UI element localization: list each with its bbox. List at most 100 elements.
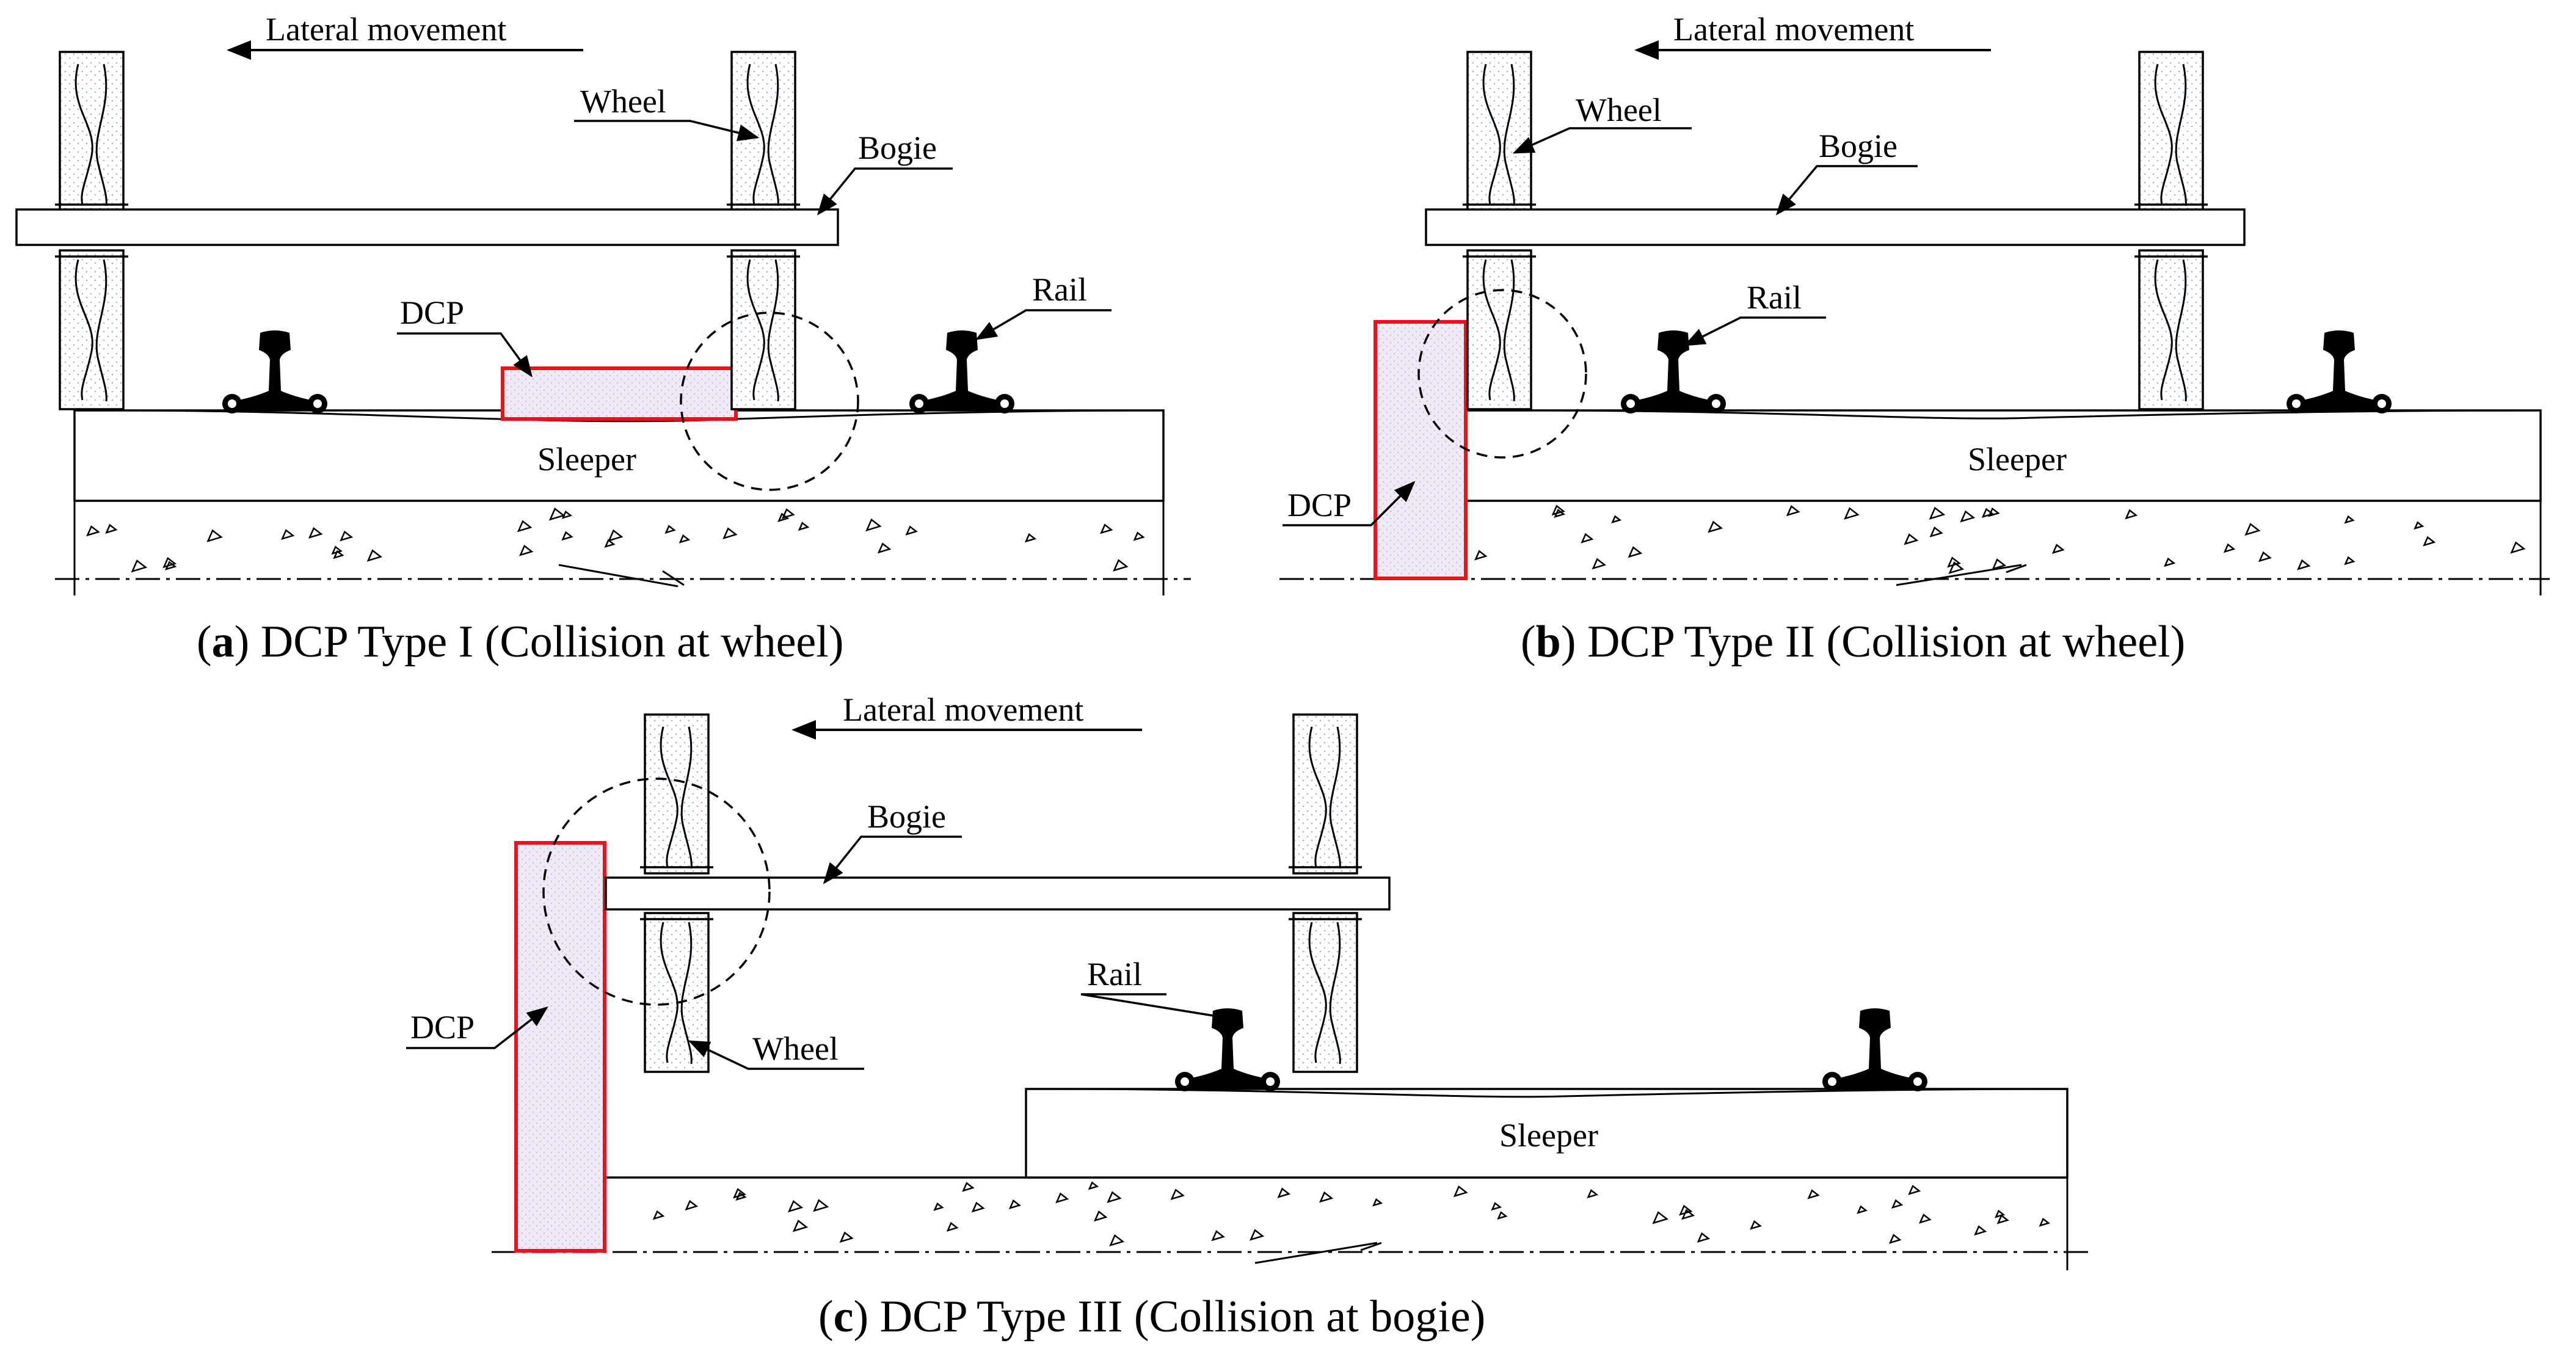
sleeper-label: Sleeper — [1968, 441, 2067, 478]
aggregate-mark — [1474, 550, 1488, 561]
rail-right — [909, 330, 1014, 413]
caption-a: (a) DCP Type I (Collision at wheel) — [197, 617, 843, 667]
aggregate-mark — [722, 527, 738, 540]
wheel-leader — [688, 1040, 864, 1070]
collision-zone — [542, 777, 771, 1006]
aggregate-mark — [1681, 1209, 1695, 1220]
aggregate-mark — [2163, 557, 2176, 567]
aggregate-mark — [1581, 533, 1594, 544]
wheel-leader — [1512, 127, 1692, 154]
bogie-leader — [1775, 165, 1918, 216]
ballast-aggregate — [652, 1181, 2050, 1247]
aggregate-mark — [946, 1221, 959, 1232]
rail-label: Rail — [1747, 279, 1802, 316]
sleeper — [1461, 409, 2542, 502]
aggregate-mark — [1918, 1213, 1932, 1224]
aggregate-mark — [1844, 507, 1860, 520]
aggregate-mark — [1554, 508, 1566, 518]
aggregate-mark — [162, 556, 177, 569]
aggregate-mark — [2344, 556, 2356, 566]
aggregate-mark — [798, 522, 810, 531]
aggregate-mark — [206, 529, 223, 542]
aggregate-mark — [1277, 1187, 1291, 1198]
aggregate-mark — [1088, 1181, 1099, 1190]
aggregate-mark — [735, 1192, 747, 1201]
rail-left — [1175, 1008, 1280, 1091]
aggregate-mark — [865, 518, 882, 532]
aggregate-mark — [1888, 1234, 1902, 1244]
wheel-label: Wheel — [752, 1030, 839, 1067]
dcp-leader — [1283, 481, 1416, 526]
aggregate-mark — [1587, 1189, 1599, 1199]
dcp-block — [501, 366, 738, 421]
aggregate-mark — [1974, 1225, 1987, 1236]
aggregate-mark — [1211, 1230, 1225, 1242]
bogie-leader — [817, 167, 953, 216]
collision-zone — [1417, 289, 1587, 459]
aggregate-mark — [933, 1202, 944, 1211]
bogie-leader — [823, 835, 962, 884]
aggregate-mark — [2297, 559, 2311, 570]
aggregate-mark — [777, 512, 790, 522]
ballast — [492, 1176, 2089, 1270]
rail-leader — [975, 309, 1112, 340]
dcp-label: DCP — [410, 1009, 475, 1046]
lateral-movement-label: Lateral movement — [266, 11, 506, 48]
aggregate-mark — [1891, 1199, 1904, 1209]
bogie-axle — [15, 208, 839, 246]
aggregate-mark — [1453, 1185, 1468, 1198]
aggregate-mark — [517, 520, 533, 533]
aggregate-mark — [1807, 1189, 1820, 1199]
aggregate-mark — [1981, 508, 1995, 519]
aggregate-mark — [2510, 541, 2526, 554]
bogie-label: Bogie — [858, 129, 937, 166]
aggregate-mark — [2423, 536, 2436, 547]
dcp-leader — [406, 1006, 548, 1049]
aggregate-mark — [2344, 515, 2355, 524]
aggregate-mark — [1024, 533, 1037, 543]
wheel-label: Wheel — [1576, 92, 1662, 128]
aggregate-mark — [2258, 551, 2272, 562]
aggregate-mark — [1786, 504, 1800, 517]
caption-b: (b) DCP Type II (Collision at wheel) — [1521, 617, 2185, 667]
aggregate-mark — [787, 1199, 804, 1213]
rail-leader — [1683, 316, 1826, 346]
aggregate-mark — [1093, 1210, 1108, 1222]
aggregate-mark — [971, 1201, 985, 1213]
aggregate-mark — [608, 529, 624, 542]
wheel-label: Wheel — [580, 83, 666, 120]
rail-right — [1822, 1008, 1927, 1091]
aggregate-mark — [2223, 543, 2236, 553]
aggregate-mark — [1708, 520, 1723, 533]
aggregate-mark — [1170, 1188, 1185, 1201]
aggregate-mark — [2125, 509, 2138, 520]
lateral-movement-label: Lateral movement — [843, 691, 1083, 728]
aggregate-mark — [1055, 1192, 1069, 1204]
collision-zone — [680, 311, 859, 491]
aggregate-mark — [1372, 1198, 1383, 1207]
aggregate-mark — [1133, 531, 1145, 541]
caption-c: (c) DCP Type III (Collision at bogie) — [818, 1292, 1485, 1342]
aggregate-mark — [366, 549, 383, 562]
rail-left — [222, 330, 327, 413]
aggregate-mark — [1948, 561, 1965, 574]
aggregate-mark — [1908, 1184, 1921, 1195]
bogie-label: Bogie — [1819, 128, 1897, 164]
aggregate-mark — [105, 523, 118, 534]
aggregate-mark — [1652, 1211, 1669, 1225]
bogie-label: Bogie — [867, 798, 946, 835]
aggregate-mark — [281, 529, 295, 541]
aggregate-mark — [86, 525, 100, 537]
aggregate-mark — [905, 525, 918, 536]
ballast — [1279, 501, 2550, 595]
aggregate-mark — [1857, 1205, 1868, 1214]
aggregate-mark — [548, 508, 566, 521]
lateral-movement-label: Lateral movement — [1673, 11, 1914, 48]
aggregate-mark — [1992, 558, 2007, 570]
aggregate-mark — [652, 1210, 665, 1220]
aggregate-mark — [1611, 515, 1622, 524]
aggregate-mark — [333, 550, 344, 559]
aggregate-mark — [1929, 526, 1943, 537]
